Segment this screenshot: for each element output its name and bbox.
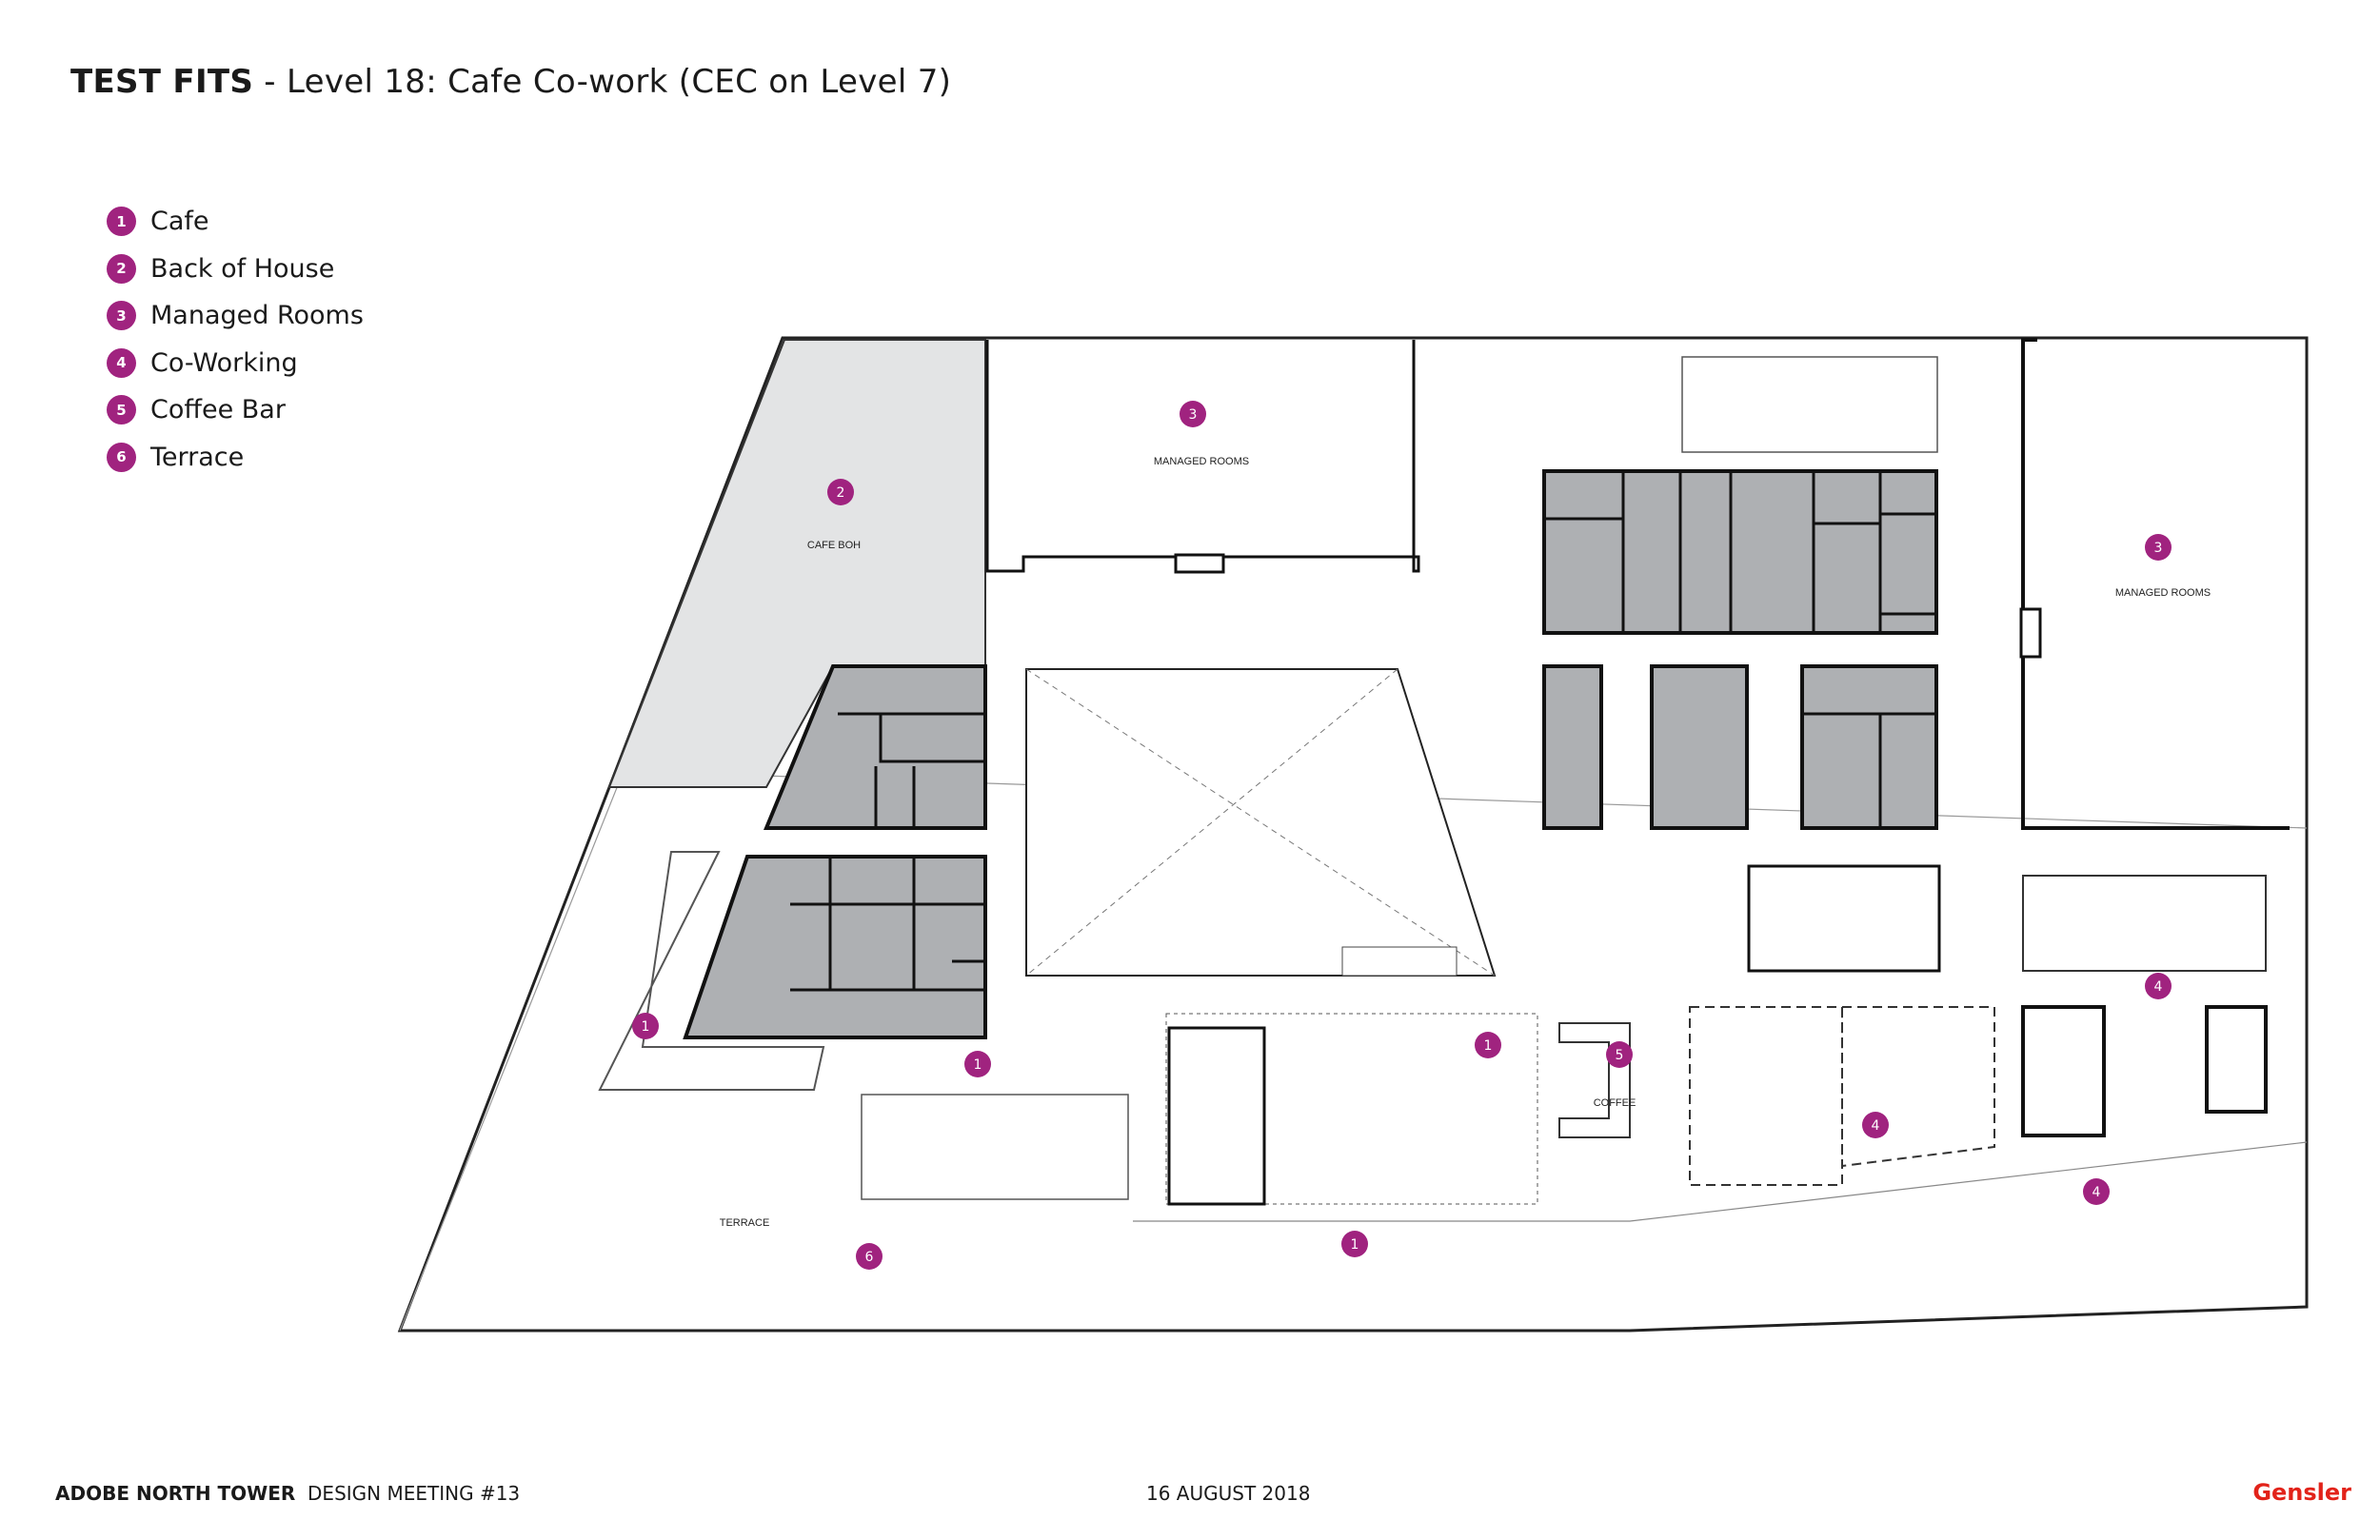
legend-number-badge: 2: [107, 253, 136, 284]
zone-marker-badge: [1341, 1231, 1368, 1257]
terrace-line: [1133, 1141, 2308, 1222]
zone-marker-badge: [1606, 1041, 1633, 1068]
boh-rooms-upper: [764, 664, 987, 830]
room-block-3: [1800, 664, 1938, 830]
legend-item-cafe: 1 Cafe: [107, 198, 364, 246]
zone-markers: 2 3 3 1 1 1 5 4 4 4 1 6: [632, 401, 2172, 1270]
footer-brand-logo: Gensler: [2252, 1479, 2351, 1506]
legend-label: Coffee Bar: [150, 395, 286, 425]
room-block-3-walls: [1802, 712, 1936, 828]
zone-marker-badge: [856, 1243, 883, 1270]
legend-label: Back of House: [150, 253, 335, 284]
cafe-tables-zone: [861, 1094, 1129, 1200]
title-bold: TEST FITS: [70, 63, 254, 101]
legend-number-badge: 6: [107, 442, 136, 472]
legend-item-managed-rooms: 3 Managed Rooms: [107, 292, 364, 340]
atrium-stair: [1341, 946, 1458, 977]
zone-marker-badge: [1862, 1112, 1889, 1138]
legend: 1 Cafe 2 Back of House 3 Managed Rooms 4 Co-…: [107, 198, 364, 481]
zone-marker-number: 6: [865, 1250, 874, 1265]
co-working-row-top: [2022, 875, 2267, 972]
zone-marker-badge: [964, 1051, 991, 1077]
legend-label: Managed Rooms: [150, 301, 364, 331]
coworking-room-top: [1681, 356, 1938, 453]
room-block-2: [1650, 664, 1749, 830]
page-title: TEST FITS - Level 18: Cafe Co-work (CEC …: [70, 63, 951, 101]
zone-marker-number: 3: [2154, 541, 2163, 556]
legend-label: Co-Working: [150, 347, 298, 378]
co-working-office-a: [2021, 1005, 2106, 1137]
boh-room-dividers: [790, 712, 985, 992]
small-meeting-rooms: [1747, 864, 1941, 973]
zone-marker-badge: [1180, 401, 1206, 427]
legend-number-badge: 4: [107, 347, 136, 378]
zone-marker-number: 5: [1616, 1048, 1624, 1063]
co-working-zone-a: [1689, 1006, 1843, 1186]
footer-project-name: ADOBE NORTH TOWER: [55, 1482, 296, 1505]
zone-marker-number: 4: [1872, 1118, 1880, 1134]
room-block-top-walls: [1544, 471, 1936, 633]
coffee-label: COFFEE: [1594, 1097, 1636, 1109]
cafe-counter: [598, 851, 825, 1091]
terrace-label: TERRACE: [720, 1217, 770, 1229]
zone-marker-number: 1: [974, 1057, 982, 1073]
cafe-boh-label: CAFE BOH: [807, 540, 861, 551]
footer-meeting: DESIGN MEETING #13: [307, 1482, 521, 1505]
legend-item-terrace: 6 Terrace: [107, 434, 364, 482]
legend-item-coffee-bar: 5 Coffee Bar: [107, 386, 364, 434]
zone-marker-badge: [1475, 1032, 1501, 1058]
legend-label: Terrace: [150, 442, 245, 472]
cafe-meeting-rooms: [1167, 1026, 1266, 1206]
footer-project: ADOBE NORTH TOWER DESIGN MEETING #13: [55, 1482, 520, 1505]
room-block-1: [1542, 664, 1603, 830]
managed-rooms-right: [2021, 338, 2290, 830]
cafe-seating-zone: [1165, 1013, 1538, 1205]
atrium-cross: [1025, 668, 1496, 977]
title-rest: - Level 18: Cafe Co-work (CEC on Level 7…: [253, 63, 952, 101]
zone-marker-number: 3: [1189, 407, 1198, 423]
legend-label: Cafe: [150, 207, 209, 237]
zone-marker-badge: [2145, 973, 2172, 999]
zone-marker-number: 1: [642, 1019, 650, 1035]
coffee-bar-counter: [1558, 1022, 1631, 1138]
zone-marker-badge: [827, 479, 854, 505]
managed-rooms-top-notch: [1174, 553, 1225, 574]
legend-item-co-working: 4 Co-Working: [107, 340, 364, 387]
zone-marker-number: 4: [2154, 979, 2163, 995]
managed-rooms-right-notch: [2019, 607, 2042, 659]
room-block-top: [1542, 469, 1938, 635]
zone-marker-badge: [2083, 1178, 2110, 1205]
managed-rooms-top-label: MANAGED ROOMS: [1154, 456, 1249, 467]
boh-rooms-lower: [683, 855, 987, 1039]
legend-item-back-of-house: 2 Back of House: [107, 246, 364, 293]
zone-marker-badge: [632, 1013, 659, 1039]
managed-rooms-right-label: MANAGED ROOMS: [2115, 587, 2211, 599]
floor-outline: [397, 336, 2309, 1333]
zone-marker-number: 2: [837, 485, 845, 501]
zone-marker-number: 1: [1351, 1237, 1359, 1253]
legend-number-badge: 5: [107, 395, 136, 425]
footer-date: 16 AUGUST 2018: [1146, 1482, 1311, 1505]
co-working-zone-b: [1841, 1006, 1995, 1168]
co-working-office-b: [2205, 1005, 2268, 1114]
zone-marker-number: 1: [1484, 1038, 1493, 1054]
legend-number-badge: 1: [107, 207, 136, 237]
legend-number-badge: 3: [107, 301, 136, 331]
zone-marker-badge: [2145, 534, 2172, 561]
zone-marker-number: 4: [2092, 1185, 2101, 1200]
